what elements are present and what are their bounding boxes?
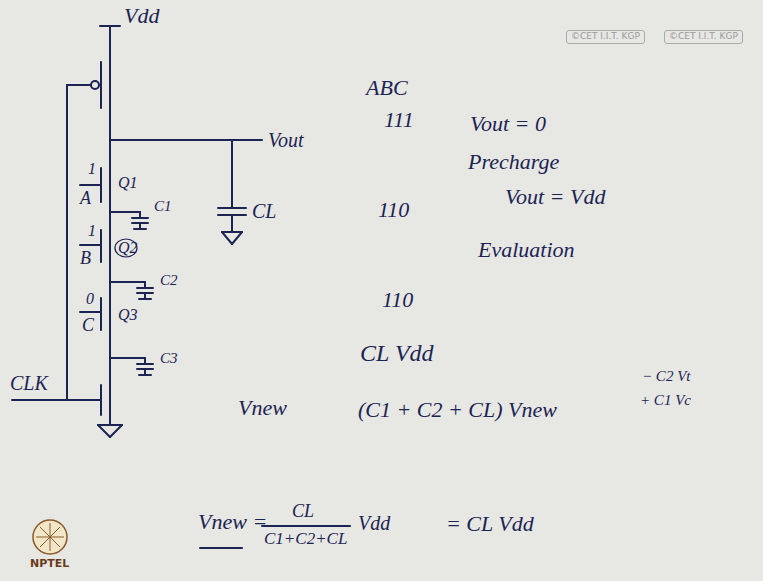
note-text: 110 bbox=[382, 288, 413, 312]
note-text: ABC bbox=[366, 76, 408, 100]
transistor-label: Q1 bbox=[118, 174, 138, 192]
note-text: 110 bbox=[378, 198, 409, 222]
equation-text: + C1 Vc bbox=[640, 392, 691, 409]
note-text: Evaluation bbox=[478, 238, 575, 262]
equation-text: C1+C2+CL bbox=[264, 530, 347, 549]
equation-text: (C1 + C2 + CL) Vnew bbox=[358, 398, 557, 422]
input-value: 1 bbox=[88, 222, 96, 240]
signal-label: Vout bbox=[268, 129, 304, 151]
capacitor-label: C1 bbox=[154, 198, 172, 215]
clock-label: CLK bbox=[10, 372, 48, 394]
note-text: Vout = 0 bbox=[470, 112, 546, 136]
input-name: B bbox=[80, 249, 91, 269]
capacitor-label: C2 bbox=[160, 272, 178, 289]
equation-text: CL bbox=[292, 502, 314, 522]
note-text: 111 bbox=[384, 108, 414, 132]
equation-text: − C2 Vt bbox=[642, 368, 690, 385]
capacitor-label: C3 bbox=[160, 350, 178, 367]
watermark: ©CET I.I.T. KGP bbox=[664, 30, 743, 44]
transistor-label: Q2 bbox=[118, 239, 138, 257]
watermark: ©CET I.I.T. KGP bbox=[566, 30, 645, 44]
input-value: 1 bbox=[88, 160, 96, 178]
equation-text: Vnew = bbox=[198, 510, 267, 534]
input-name: A bbox=[80, 189, 91, 209]
supply-label: Vdd bbox=[124, 4, 159, 28]
input-name: C bbox=[82, 316, 94, 336]
equation-text: = CL Vdd bbox=[446, 512, 534, 536]
note-text: Vout = Vdd bbox=[505, 185, 605, 209]
equation-text: Vdd bbox=[358, 512, 390, 534]
equation-text: CL Vdd bbox=[360, 340, 434, 366]
logo-text: NPTEL bbox=[30, 558, 69, 570]
equation-text: Vnew bbox=[238, 396, 287, 420]
capacitor-label: CL bbox=[252, 200, 276, 222]
input-value: 0 bbox=[86, 290, 94, 308]
note-text: Precharge bbox=[468, 150, 559, 174]
transistor-label: Q3 bbox=[118, 306, 138, 324]
